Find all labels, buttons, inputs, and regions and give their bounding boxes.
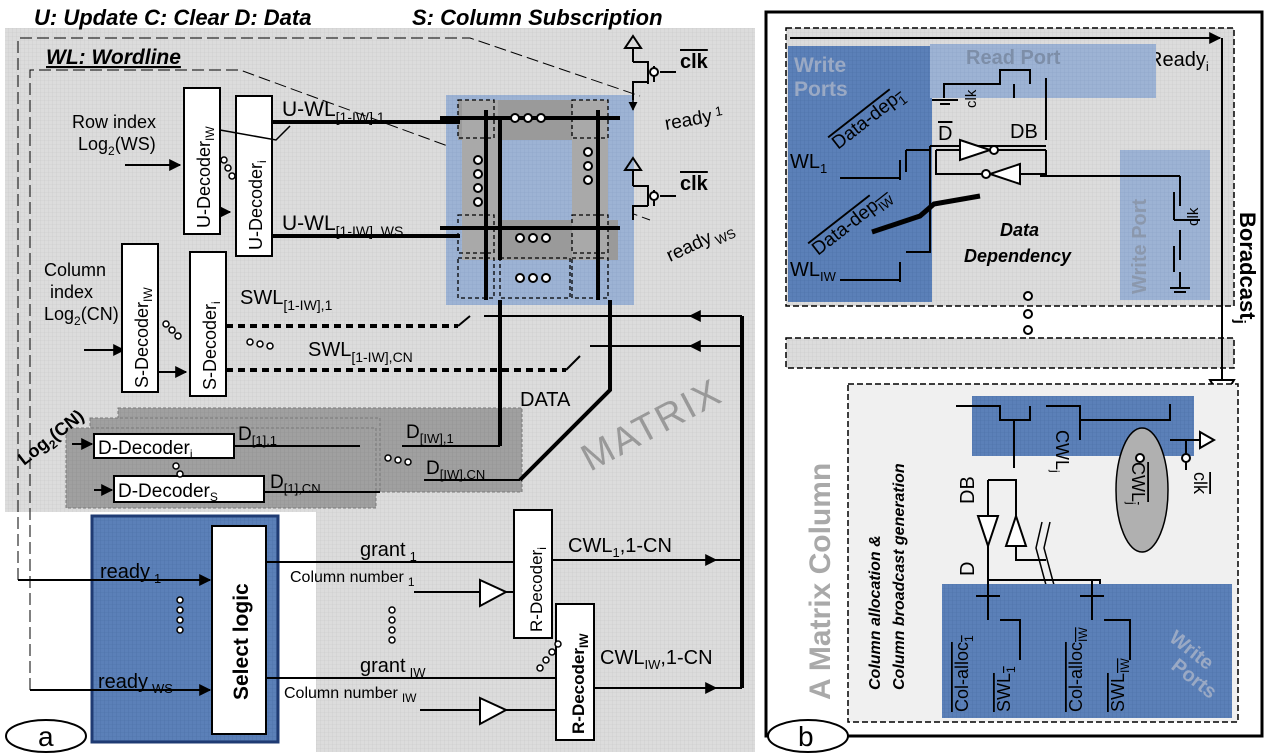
wordline-label: WL: Wordline	[46, 46, 181, 69]
u-decoder-iw-label: U-DecoderIW	[194, 126, 217, 228]
u-decoder-i-label: U-Decoderi	[246, 160, 269, 250]
db-bottom-label: DB	[957, 476, 979, 504]
d-decoder-s-label: D-DecoderS	[118, 481, 218, 504]
d-decoder-i-label: D-Decoderi	[98, 438, 193, 461]
d-bar-label: D	[938, 123, 952, 145]
col-alloc-title-1: Column allocation &	[867, 535, 884, 690]
matrix-col-left	[462, 100, 498, 260]
data-label: DATA	[520, 389, 571, 411]
legend-s-text: S: Column Subscription	[412, 5, 663, 30]
d-bottom-label: D	[957, 562, 979, 576]
ready-i-label: Readyi	[1148, 49, 1209, 74]
select-logic-label: Select logic	[230, 583, 253, 700]
panel-a: U: Update C: Clear D: Data S: Column Sub…	[5, 5, 755, 752]
write-ports-top-label-1: Write	[794, 54, 846, 77]
write-port-right-label: Write Port	[1129, 198, 1151, 294]
panel-a-tag-label: a	[38, 721, 54, 752]
clk-1-label: clk	[680, 51, 709, 73]
write-ports-top-label-2: Ports	[794, 78, 848, 101]
clk-bottom-bubble	[1182, 454, 1190, 462]
matrix-column-label: A Matrix Column	[804, 463, 837, 700]
cwl-1-label: CWL1,1-CN	[568, 535, 672, 560]
legend-text: U: Update C: Clear D: Data	[34, 5, 311, 30]
cwl-bar-bubble	[1136, 454, 1144, 462]
inverter-bottom-bubble	[982, 170, 990, 178]
cell-region-collapsed	[786, 338, 1234, 368]
broadcast-label: Boradcastj	[1231, 212, 1260, 324]
s-decoder-i-label: S-Decoderi	[200, 301, 223, 390]
column-index-label-2: index	[50, 282, 93, 302]
data-dependency-label-2: Dependency	[964, 246, 1072, 266]
clk-ws-label: clk	[680, 173, 709, 195]
read-port-label: Read Port	[966, 47, 1061, 69]
read-clk-label: clk	[963, 89, 980, 108]
column-index-label-1: Column	[44, 260, 106, 280]
panel-b: Readyi Write Ports Read Port Write Port …	[766, 12, 1262, 752]
clk-bottom-label: clk	[1190, 472, 1210, 495]
panel-b-tag-label: b	[798, 721, 814, 752]
col-alloc-title-2: Column broadcast generation	[891, 463, 908, 690]
data-dependency-label-1: Data	[1000, 220, 1039, 240]
row-index-label: Row index	[72, 112, 156, 132]
write-port-clk-label: clk	[1185, 207, 1202, 226]
inverter-top-bubble	[990, 146, 998, 154]
db-label: DB	[1010, 121, 1038, 143]
r-decoder-i-label: R-Decoderi	[527, 547, 549, 632]
